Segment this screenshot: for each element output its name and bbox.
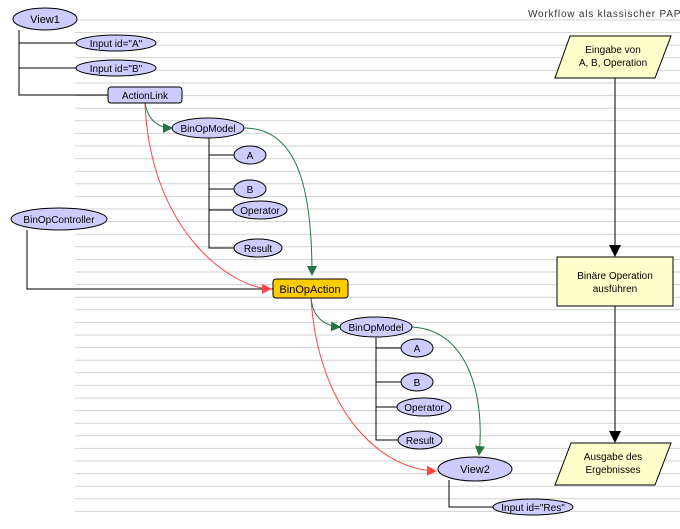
binop-action-node[interactable]: BinOpAction: [272, 278, 349, 299]
pap-input-line2: A, B, Operation: [579, 58, 647, 69]
model1-a-node[interactable]: A: [233, 145, 267, 165]
input-b-node[interactable]: Input id="B": [75, 59, 157, 77]
input-a-label: Input id="A": [90, 39, 143, 50]
view2-node[interactable]: View2: [437, 456, 513, 482]
input-b-label: Input id="B": [90, 64, 143, 75]
tree-connectors: [18, 30, 621, 508]
model1-operator-node[interactable]: Operator: [232, 200, 288, 220]
model2-result-node[interactable]: Result: [397, 430, 443, 450]
pap-output-parallelogram[interactable]: Ausgabe des Ergebnisses: [554, 442, 672, 486]
view1-node[interactable]: View1: [12, 7, 78, 31]
red-arrows: [144, 102, 437, 476]
model2-a-label: A: [414, 344, 421, 355]
action-link-label: ActionLink: [122, 91, 169, 102]
model2-operator-label: Operator: [404, 403, 444, 414]
controller-node[interactable]: BinOpController: [10, 207, 108, 231]
model1-a-label: A: [247, 151, 254, 162]
model2-b-label: B: [414, 378, 421, 389]
model1-result-label: Result: [244, 244, 273, 255]
binop-action-label: BinOpAction: [279, 284, 340, 296]
model2-operator-node[interactable]: Operator: [396, 397, 452, 417]
model2-b-node[interactable]: B: [400, 372, 434, 392]
model2-label: BinOpModel: [348, 323, 403, 334]
view2-label: View2: [460, 464, 490, 476]
model2-a-node[interactable]: A: [400, 338, 434, 358]
model1-operator-label: Operator: [240, 206, 280, 217]
pap-input-line1: Eingabe von: [585, 45, 641, 56]
input-a-node[interactable]: Input id="A": [75, 34, 157, 52]
controller-label: BinOpController: [23, 215, 95, 226]
model1-result-node[interactable]: Result: [233, 238, 283, 258]
pap-output-line2: Ergebnisses: [585, 465, 640, 476]
pap-process-box[interactable]: Binäre Operation ausführen: [556, 256, 674, 307]
diagram-title: Workflow als klassischer PAP: [528, 9, 680, 20]
model1-b-node[interactable]: B: [233, 179, 267, 199]
pap-output-line1: Ausgabe des: [584, 452, 642, 463]
model2-node[interactable]: BinOpModel: [339, 316, 413, 338]
input-res-node[interactable]: Input id="Res": [492, 498, 574, 516]
model2-result-label: Result: [406, 436, 435, 447]
pap-input-parallelogram[interactable]: Eingabe von A, B, Operation: [554, 35, 672, 79]
model1-b-label: B: [247, 185, 254, 196]
action-link-node[interactable]: ActionLink: [107, 86, 183, 104]
model1-node[interactable]: BinOpModel: [171, 117, 245, 139]
input-res-label: Input id="Res": [501, 503, 565, 514]
pap-process-line2: ausführen: [593, 284, 637, 295]
view1-label: View1: [30, 14, 60, 26]
pap-process-line1: Binäre Operation: [577, 271, 653, 282]
model1-label: BinOpModel: [180, 124, 235, 135]
green-arrows: [144, 102, 485, 456]
